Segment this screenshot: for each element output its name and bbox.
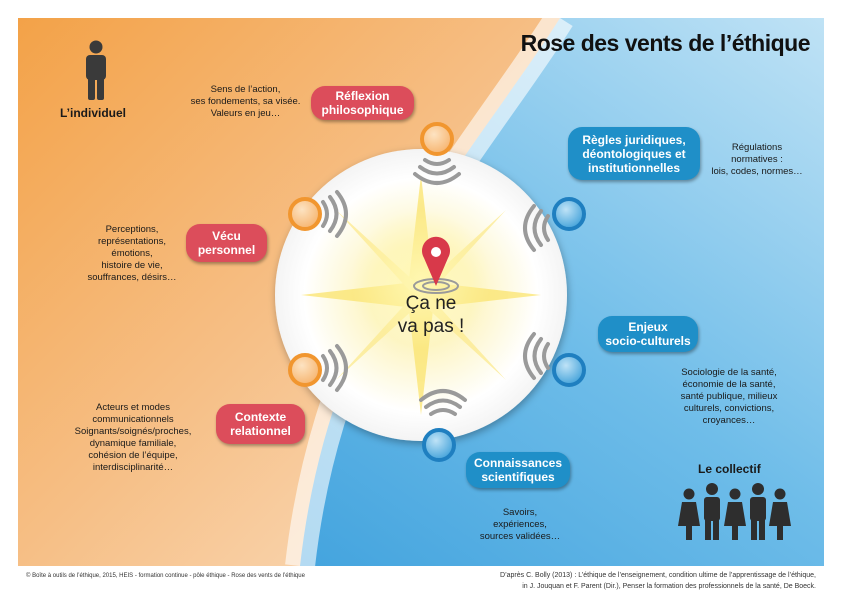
location-pin-icon: [413, 236, 459, 294]
footer-right-1: D’après C. Bolly (2013) : L’éthique de l…: [500, 572, 816, 579]
center-line-2: va pas !: [397, 316, 465, 337]
pill-contexte-label: Contexte relationnel: [230, 410, 291, 438]
pill-reflexion: Réflexion philosophique: [311, 86, 414, 120]
footer-left: © Boîte à outils de l’éthique, 2015, HEI…: [26, 573, 305, 579]
pill-regles: Règles juridiques, déontologiques et ins…: [568, 127, 700, 180]
desc-contexte: Acteurs et modes communicationnels Soign…: [74, 402, 192, 473]
pill-enjeux: Enjeux socio-culturels: [598, 316, 698, 352]
collective-label: Le collectif: [698, 462, 761, 476]
person-icon: [86, 40, 106, 100]
footer-right-2: in J. Jouquan et F. Parent (Dir.), Pense…: [522, 583, 816, 590]
center-message: Ça ne va pas !: [371, 292, 491, 338]
pill-connaissances: Connaissances scientifiques: [466, 452, 570, 488]
group-people-icon: [678, 483, 791, 540]
desc-reflexion: Sens de l’action, ses fondements, sa vis…: [190, 84, 301, 119]
page-title: Rose des vents de l’éthique: [520, 30, 811, 56]
pill-regles-label: Règles juridiques, déontologiques et ins…: [582, 132, 686, 175]
pill-contexte: Contexte relationnel: [216, 404, 305, 444]
desc-regles: Régulations normatives : lois, codes, no…: [711, 142, 803, 177]
desc-enjeux: Sociologie de la santé, économie de la s…: [680, 367, 778, 426]
pill-vecu-label: Vécu personnel: [197, 229, 256, 257]
center-line-1: Ça ne: [405, 293, 457, 314]
individual-label: L’individuel: [60, 106, 127, 120]
signal-waves: [321, 158, 550, 416]
pill-vecu: Vécu personnel: [186, 224, 267, 262]
pill-connaissances-label: Connaissances scientifiques: [473, 456, 563, 484]
pill-enjeux-label: Enjeux socio-culturels: [605, 320, 691, 348]
desc-vecu: Perceptions, représentations, émotions, …: [87, 224, 177, 283]
pill-reflexion-label: Réflexion philosophique: [321, 89, 404, 117]
desc-connaissances: Savoirs, expériences, sources validées…: [479, 507, 561, 542]
pole-nodes: [288, 122, 586, 462]
